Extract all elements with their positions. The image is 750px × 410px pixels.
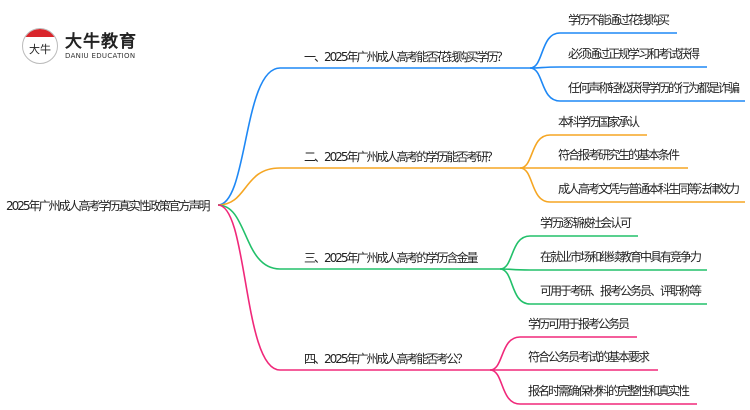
leaf-connector (519, 134, 647, 169)
leaf-node: 可用于考研、报考公务员、评职称等 (540, 284, 702, 298)
branch-node: 四、2025年广州成人高考能否考公？ (304, 352, 469, 366)
leaf-node: 任何声称轻松获得学历的行为都是诈骗 (568, 81, 740, 95)
branch-node: 一、2025年广州成人高考能否花钱购买学历？ (304, 50, 509, 64)
leaf-connector (529, 67, 745, 102)
leaf-connector (499, 268, 707, 305)
branch-connector (217, 204, 500, 270)
leaf-node: 报名时需确保材料的完整性和真实性 (528, 384, 690, 398)
branch-connector (217, 167, 520, 206)
leaf-node: 符合报考研究生的基本条件 (558, 148, 680, 162)
leaf-connector (489, 336, 637, 371)
branch-connector (217, 204, 490, 371)
leaf-connector (499, 268, 707, 271)
leaf-connector (489, 369, 697, 405)
leaf-node: 学历可用于报考公务员 (528, 317, 630, 331)
leaf-connector (529, 32, 677, 69)
leaf-node: 成人高考文凭与普通本科生同等法律效力 (558, 182, 740, 196)
leaf-node: 学历逐渐被社会认可 (540, 216, 632, 230)
root-node: 2025年广州成人高考学历真实性政策官方声明 (6, 199, 211, 213)
leaf-connector (519, 167, 745, 203)
logo-mark-text: 大牛 (29, 43, 51, 56)
leaf-node: 符合公务员考试的基本要求 (528, 350, 650, 364)
leaf-node: 学历不能通过花钱购买 (568, 13, 670, 27)
leaf-node: 在就业市场和继续教育中具有竞争力 (540, 250, 702, 264)
logo-mark: 大牛 (22, 28, 58, 64)
branch-node: 二、2025年广州成人高考的学历能否考研？ (304, 150, 499, 164)
brand-name: 大牛教育 (65, 31, 137, 52)
branch-node: 三、2025年广州成人高考的学历含金量 (304, 251, 479, 265)
logo: 大牛 大牛教育 DANIU EDUCATION (22, 28, 137, 64)
leaf-connector (529, 66, 707, 69)
leaf-node: 必须通过正规学习和考试获得 (568, 47, 700, 61)
brand-subtitle: DANIU EDUCATION (65, 51, 136, 60)
leaf-node: 本科学历国家承认 (558, 115, 640, 129)
leaf-connector (499, 235, 638, 270)
branch-connector (217, 67, 530, 206)
